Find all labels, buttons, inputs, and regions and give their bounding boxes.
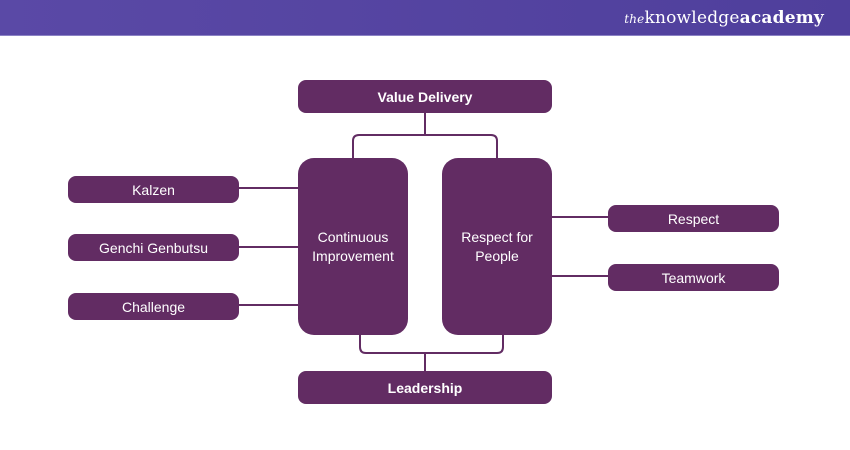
respect-box: Respect (608, 205, 779, 232)
genchi-genbutsu-box: Genchi Genbutsu (68, 234, 239, 261)
logo-knowledge: knowledge (644, 8, 740, 28)
logo-prefix: the (624, 12, 645, 26)
leadership-box: Leadership (298, 371, 552, 404)
kalzen-box: Kalzen (68, 176, 239, 203)
challenge-box: Challenge (68, 293, 239, 320)
connector-top (352, 112, 498, 158)
header-divider (0, 35, 850, 36)
connector-bottom (359, 334, 504, 372)
logo-academy: academy (739, 8, 824, 28)
value-delivery-box: Value Delivery (298, 80, 552, 113)
brand-logo[interactable]: theknowledgeacademy (624, 8, 824, 28)
header-banner: theknowledgeacademy (0, 0, 850, 36)
teamwork-box: Teamwork (608, 264, 779, 291)
continuous-improvement-pillar: Continuous Improvement (298, 158, 408, 335)
respect-for-people-pillar: Respect for People (442, 158, 552, 335)
